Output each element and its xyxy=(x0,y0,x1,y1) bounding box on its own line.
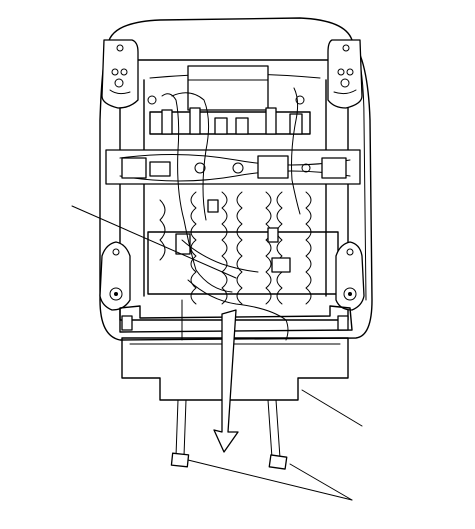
control-module xyxy=(148,66,310,134)
lumbar-springs xyxy=(148,192,338,304)
wire-harness xyxy=(162,88,300,340)
upper-right-bracket xyxy=(328,40,362,108)
upper-left-bracket xyxy=(102,40,138,108)
removal-arrow xyxy=(214,310,238,452)
callout-leader-lines xyxy=(72,206,362,500)
lower-trim xyxy=(120,306,352,332)
cross-bar-mechanism xyxy=(106,150,360,184)
seat-back-cover xyxy=(122,338,348,400)
lower-left-bracket xyxy=(100,242,130,310)
lower-right-bracket xyxy=(336,242,364,310)
harness-connectors xyxy=(171,400,286,469)
